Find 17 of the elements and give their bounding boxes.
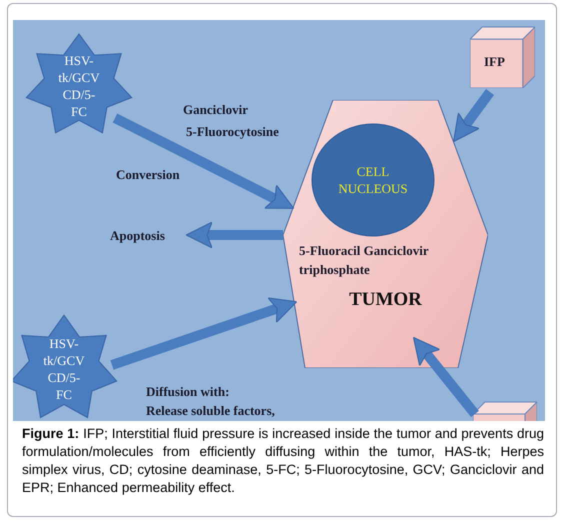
diagram-label: 5-Fluorocytosine [186, 123, 279, 141]
star-text: HSV-tk/GCV CD/5-FC [42, 335, 86, 403]
outcome-label: Apoptosis [110, 226, 180, 244]
block-arrow [186, 221, 283, 249]
block-arrow [110, 297, 298, 370]
diagram-label: Diffusion with: [146, 383, 230, 401]
product-text: 5-Fluoracil Ganciclovir triphosphate [299, 242, 430, 279]
nucleus-text: CELL NUCLEOUS [337, 163, 409, 197]
diagram-label: Ganciclovir [183, 101, 248, 119]
diagram-label: Conversion [116, 166, 180, 184]
tumor-title: TUMOR [348, 288, 423, 312]
diagram-label: Release soluble factors, [146, 402, 275, 420]
figure-caption: Figure 1: IFP; Interstitial fluid pressure is increased inside the tumor and prevents drug formulation/molecules from efficiently diffusing within the tumor, HAS-tk; Herpes simplex virus, CD; cytosine deaminase, 5-FC; 5-Fluorocytosine, GCV; Ganciclovir and EPR; Enhanced permeability effect. [22, 425, 544, 497]
block-arrow [453, 89, 494, 142]
star-text: HSV-tk/GCV CD/5-FC [57, 52, 101, 120]
cube-text: IFP [484, 53, 505, 71]
block-arrow [412, 336, 479, 418]
